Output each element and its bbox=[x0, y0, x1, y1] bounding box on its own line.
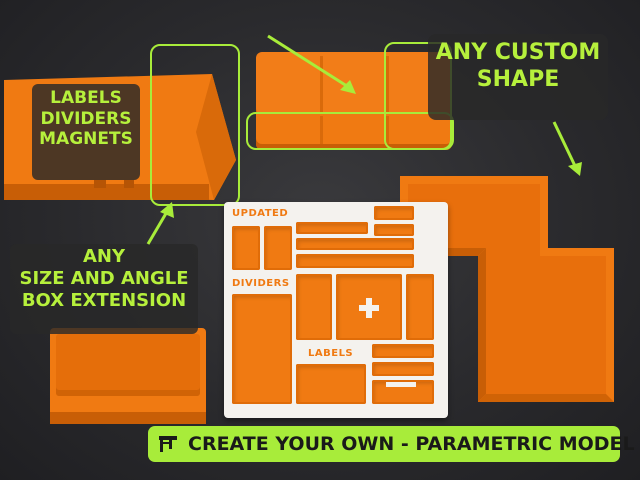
tray-cell bbox=[374, 224, 414, 236]
callout-box-extension: BOX EXTENSION bbox=[21, 289, 187, 311]
callout-magnets: MAGNETS bbox=[39, 129, 133, 150]
bottom-banner: CREATE YOUR OWN - PARAMETRIC MODEL bbox=[148, 426, 635, 462]
caliper-icon bbox=[156, 432, 180, 456]
tray-cell bbox=[296, 254, 414, 268]
tray-cell bbox=[232, 294, 292, 404]
tray-cell bbox=[296, 274, 332, 340]
divider-tray: UPDATED DIVIDERS LABELS bbox=[224, 202, 448, 418]
callout-shape: SHAPE bbox=[476, 66, 560, 92]
callout-size-angle: SIZE AND ANGLE bbox=[19, 267, 189, 289]
tray-cell bbox=[406, 274, 434, 340]
tray-cell bbox=[296, 238, 414, 250]
size-angle-callout: ANY SIZE AND ANGLE BOX EXTENSION bbox=[10, 244, 198, 334]
shape-highlight-wide bbox=[246, 112, 454, 150]
extension-box bbox=[50, 328, 206, 424]
callout-labels: LABELS bbox=[50, 88, 122, 108]
tray-label-updated: UPDATED bbox=[232, 208, 289, 219]
tray-cell bbox=[296, 364, 366, 404]
tray-divider bbox=[386, 382, 416, 387]
tray-cell bbox=[296, 222, 368, 234]
banner-text: CREATE YOUR OWN - PARAMETRIC MODEL bbox=[188, 433, 635, 455]
callout-any-custom: ANY CUSTOM bbox=[435, 40, 601, 65]
custom-shape-tray bbox=[400, 176, 614, 402]
custom-shape-callout: ANY CUSTOM SHAPE bbox=[428, 34, 608, 120]
cross-divider bbox=[359, 305, 379, 311]
tray-cell bbox=[374, 206, 414, 220]
tray-cell bbox=[372, 362, 434, 376]
arrow-to-shape-icon bbox=[552, 121, 582, 176]
textured-box bbox=[256, 52, 452, 150]
tray-cell bbox=[372, 344, 434, 358]
magnet-highlight bbox=[150, 44, 240, 206]
tray-cell bbox=[264, 226, 292, 270]
tray-label-dividers: DIVIDERS bbox=[232, 278, 290, 289]
tray-label-labels: LABELS bbox=[308, 348, 354, 359]
tray-cell bbox=[232, 226, 260, 270]
arrow-to-box-icon bbox=[267, 34, 356, 94]
callout-dividers: DIVIDERS bbox=[40, 108, 132, 129]
callout-any: ANY bbox=[82, 246, 126, 267]
features-callout: LABELS DIVIDERS MAGNETS bbox=[32, 84, 140, 180]
arrow-up-icon bbox=[146, 202, 174, 245]
